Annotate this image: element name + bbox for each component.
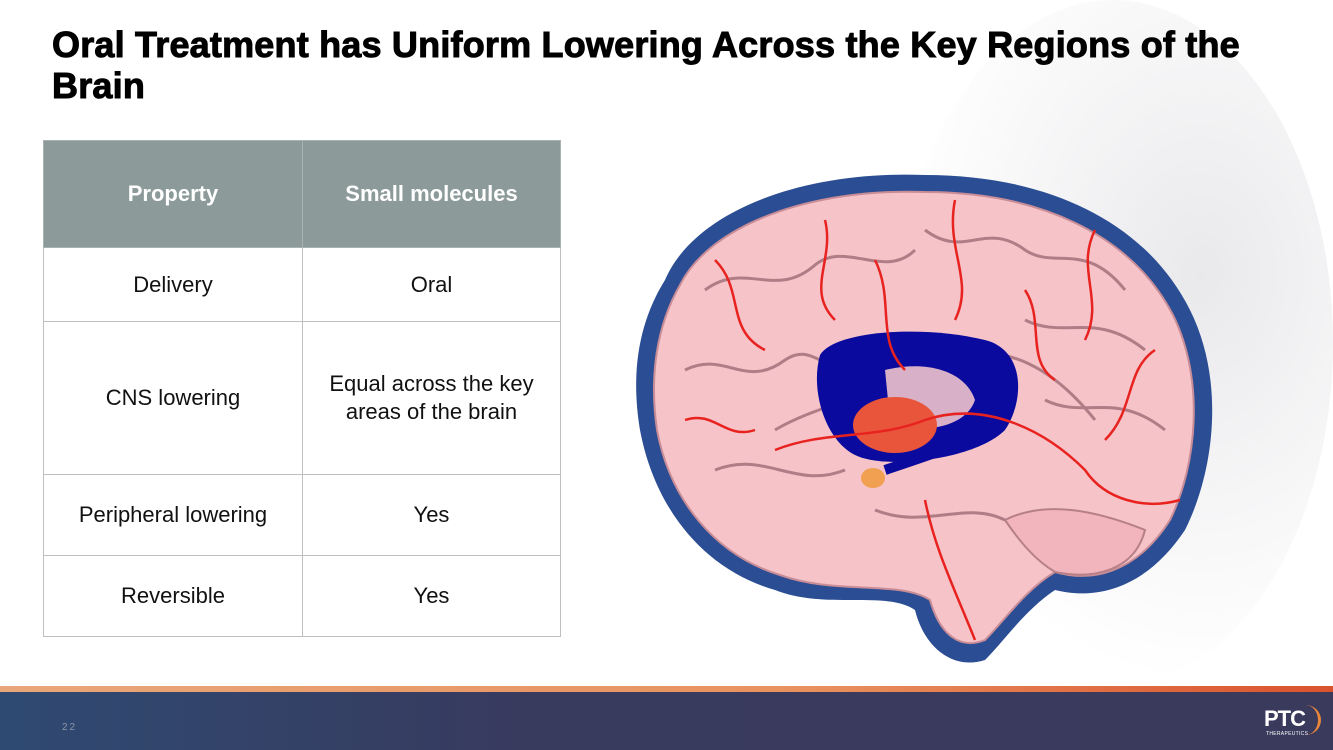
blood-vessels <box>684 199 1181 641</box>
cerebellum <box>1003 508 1147 576</box>
cell-property: Reversible <box>43 555 303 637</box>
logo-text: PTC <box>1264 706 1306 731</box>
table-row: Delivery Oral <box>43 247 561 322</box>
logo-arc-icon <box>1290 705 1321 735</box>
comparison-table: Property Small molecules Delivery Oral C… <box>43 140 561 637</box>
footer-accent-line <box>0 686 1333 692</box>
hippocampus-region <box>861 468 885 488</box>
cell-value: Yes <box>302 555 561 637</box>
cell-property: Delivery <box>43 247 303 322</box>
cell-value: Equal across the key areas of the brain <box>302 321 561 475</box>
fornix <box>883 435 972 475</box>
cell-value: Yes <box>302 474 561 556</box>
slide-title: Oral Treatment has Uniform Lowering Acro… <box>52 24 1241 107</box>
page-number: 22 <box>62 722 78 733</box>
table-row: Peripheral lowering Yes <box>43 474 561 556</box>
ptc-logo: PTC THERAPEUTICS <box>1264 705 1324 742</box>
brain-illustration <box>636 174 1213 663</box>
table-row: Reversible Yes <box>43 555 561 637</box>
footer-bar <box>0 692 1333 750</box>
thalamus-region <box>853 397 937 453</box>
cell-property: Peripheral lowering <box>43 474 303 556</box>
header-small-molecules: Small molecules <box>302 140 561 248</box>
table-row: CNS lowering Equal across the key areas … <box>43 321 561 475</box>
header-property: Property <box>43 140 303 248</box>
cell-value: Oral <box>302 247 561 322</box>
table-header-row: Property Small molecules <box>43 140 561 248</box>
logo-subtitle: THERAPEUTICS <box>1266 731 1309 737</box>
cell-property: CNS lowering <box>43 321 303 475</box>
